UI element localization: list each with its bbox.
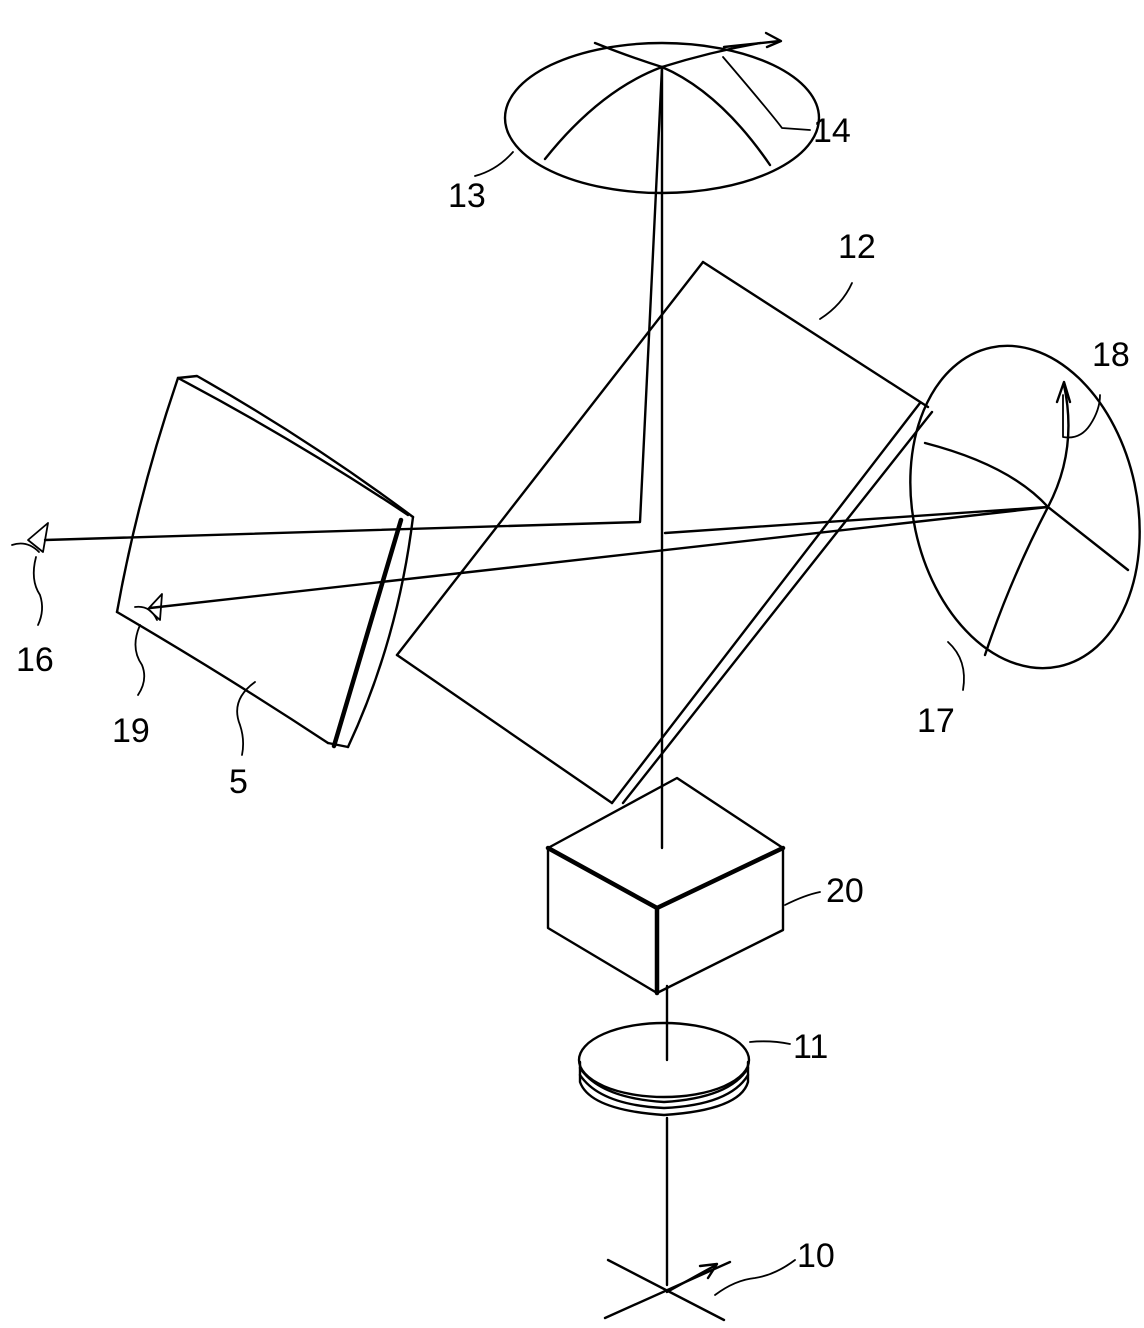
label-18: 18 (1092, 336, 1130, 374)
label-13: 13 (448, 177, 486, 215)
label-16: 16 (16, 641, 54, 679)
object-10 (603, 1258, 796, 1322)
reference-surface-13 (474, 31, 821, 195)
label-14: 14 (813, 112, 851, 150)
label-17: 17 (917, 702, 955, 740)
cube-20 (545, 776, 821, 996)
light-rays (43, 65, 1050, 1287)
label-19: 19 (112, 712, 150, 750)
label-12: 12 (838, 228, 876, 266)
label-11: 11 (793, 1028, 828, 1066)
label-10: 10 (797, 1237, 835, 1275)
eye-19 (134, 593, 163, 696)
reference-surface-17 (909, 344, 1141, 691)
lens-11 (577, 1021, 791, 1117)
mirror-plate-5 (115, 374, 415, 749)
label-20: 20 (826, 872, 864, 910)
label-5: 5 (229, 763, 248, 801)
beam-splitter-12 (395, 260, 934, 805)
leader-5 (236, 681, 256, 756)
eye-16 (11, 522, 49, 626)
